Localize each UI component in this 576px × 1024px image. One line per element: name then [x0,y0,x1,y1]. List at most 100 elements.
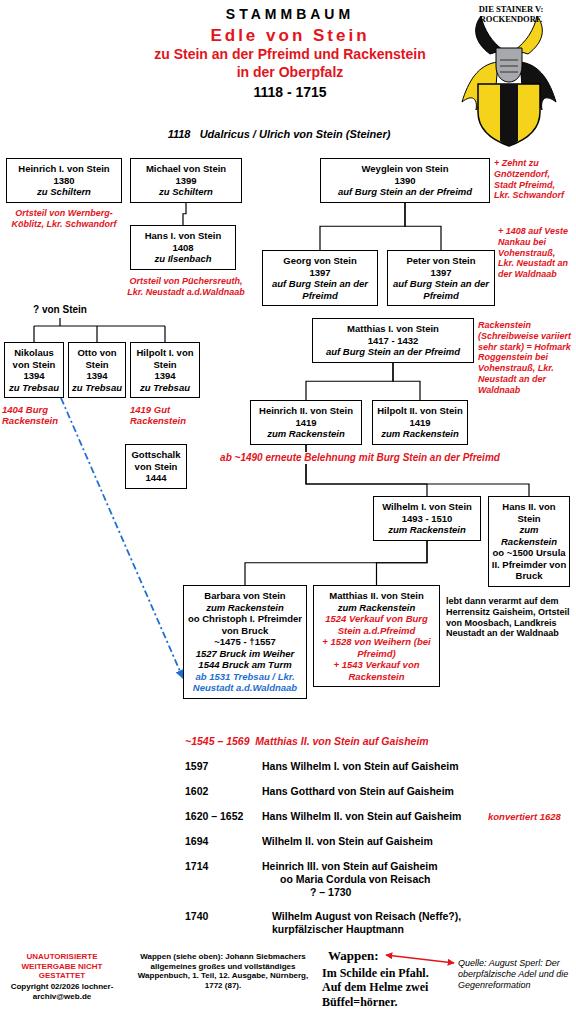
person-detail: zu Trebsau [7,382,61,394]
name-cell: ? – 1730 [310,886,510,899]
name-cell: Heinrich III. von Stein auf Gaisheim [262,860,562,873]
person-box: Gottschalk von Stein1444 [125,444,187,489]
person-detail: 1444 [128,472,184,484]
person-detail: zum Rackenstein [186,602,304,614]
place-note: Ortsteil von Wernberg-Köblitz, Lkr. Schw… [4,208,124,230]
person-name: Heinrich II. von Stein [253,405,359,417]
person-detail: zu Schiltern [9,186,119,198]
name-cell: Hans Gotthard von Stein auf Gaisheim [262,785,562,798]
person-name: Nikolaus von Stein [7,347,61,370]
person-detail: 1394 [133,370,197,382]
name-cell: Hans Wilhelm I. von Stein auf Gaisheim [262,760,562,773]
year-cell: 1740 [185,910,255,923]
person-name: Barbara von Stein [186,590,304,602]
source-note: Wappen (siehe oben): Johann Siebmachers … [128,952,318,990]
helmet-bars [500,60,518,72]
name-cell: Wilhelm August von Reisach (Neffe?), kur… [272,910,494,935]
person-box: Hilpolt I. von Stein1394zu Trebsau [130,342,200,398]
event-note: konvertiert 1628 [488,811,572,822]
person-detail: zu Schiltern [133,186,239,198]
person-box: Weyglein von Stein1390auf Burg Stein an … [320,158,490,203]
subtitle: Edle von Stein [120,26,460,46]
place-note: 1419 Gut Rackenstein [130,404,202,427]
descent-line [183,203,186,226]
subtitle: in der Oberpfalz [140,64,440,81]
event-note: ab ~1490 erneute Belehnung mit Burg Stei… [192,452,528,464]
person-box: Hans I. von Stein1408zu Ilsenbach [130,225,236,270]
person-name: Hans I. von Stein [133,230,233,242]
person-detail: 1397 [390,267,492,279]
coat-of-arms-shield [478,84,540,146]
place-note: 1404 Burg Rackenstein [2,404,62,427]
person-box: Michael von Stein1399zu Schiltern [130,158,242,203]
place-note: Ortsteil von Püchersreuth, Lkr. Neustadt… [126,276,246,298]
person-detail: oo Christoph I. Pfreimder von Bruck [186,613,304,636]
unknown-ancestor: ? von Stein [20,304,100,316]
person-detail: 1394 [71,370,123,382]
person-box: Matthias I. von Stein1417 - 1432auf Burg… [312,318,474,363]
name-cell: oo Maria Cordula von Reisach [280,873,560,886]
shield-pale [500,84,518,146]
person-name: Gottschalk von Stein [128,449,184,472]
copyright-notice: Copyright 02/2026 lochner-archiv@web.de [2,982,122,1001]
copyright-notice: UNAUTORISIERTE WEITERGABE NICHT GESTATTE… [2,952,122,981]
descent-line [320,203,405,251]
descent-line [377,541,428,586]
person-name: Weyglein von Stein [323,163,487,175]
person-detail: auf Burg Stein an der Pfreimd [315,346,471,358]
person-detail: zum Rackenstein [491,524,567,547]
year-cell: 1602 [185,785,255,798]
person-detail: 1419 [375,417,465,429]
person-detail: zum Rackenstein [253,428,359,440]
person-name: Peter von Stein [390,255,492,267]
person-detail: 1394 [7,370,61,382]
person-name: Matthias II. von Stein [316,590,437,602]
person-detail: 1544 Bruck am Turm [186,659,304,671]
year-cell: 1597 [185,760,255,773]
subtitle: zu Stein an der Pfreimd und Rackenstein [125,46,455,63]
person-box: Hans II. von Steinzum Rackensteinoo ~150… [488,496,570,587]
person-box: Heinrich I. von Stein1380zu Schiltern [6,158,122,203]
person-name: Hilpolt I. von Stein [133,347,197,370]
person-detail: auf Burg Stein an der Pfreimd [390,278,492,301]
person-detail: 1417 - 1432 [315,335,471,347]
date-range: 1118 - 1715 [140,84,440,101]
person-box: Heinrich II. von Stein1419zum Rackenstei… [250,400,362,445]
person-detail: zu Trebsau [71,382,123,394]
person-detail: 1419 [253,417,359,429]
person-detail: 1380 [9,175,119,187]
descent-line [306,363,393,401]
person-detail: 1390 [323,175,487,187]
blazon-heading: Wappen: [328,948,408,964]
person-box: Hilpolt II. von Stein1419zum Rackenstein [372,400,468,445]
name-cell: Wilhelm II. von Stein auf Gaisheim [262,835,562,848]
descent-line [245,541,427,586]
year-cell: 1714 [185,860,255,873]
person-box: Matthias II. von Steinzum Rackenstein152… [313,585,440,687]
descent-line [405,203,441,251]
place-note: + 1408 auf Veste Nankau bei Vohenstrauß,… [498,226,572,280]
lineage-arrow [61,398,183,678]
helmet [496,48,522,82]
ancestor-note: 1118 Udalricus / Ulrich von Stein (Stein… [96,128,462,141]
person-name: Hilpolt II. von Stein [375,405,465,417]
arms-caption: DIE STAINER V: ROCKENDORF. [450,4,572,24]
person-detail: zu Trebsau [133,382,197,394]
person-box: Otto von Stein1394zu Trebsau [68,342,126,398]
person-detail: zum Rackenstein [375,428,465,440]
person-detail: auf Burg Stein an der Pfreimd [265,278,375,301]
person-box: Georg von Stein1397auf Burg Stein an der… [262,250,378,306]
person-detail: 1527 Bruck im Weiher [186,648,304,660]
person-detail: zu Ilsenbach [133,253,233,265]
person-box: Peter von Stein1397auf Burg Stein an der… [387,250,495,306]
person-box: Nikolaus von Stein1394zu Trebsau [4,342,64,398]
person-name: Hans II. von Stein [491,501,567,524]
person-detail: 1408 [133,242,233,254]
name-cell: Hans Wilhelm II. von Stein auf Gaisheim [262,810,484,823]
person-detail: 1493 - 1510 [376,513,478,525]
person-name: Michael von Stein [133,163,239,175]
person-detail: ~1475 - †1557 [186,636,304,648]
descent-line [393,363,420,401]
person-name: Wilhelm I. von Stein [376,501,478,513]
source-arrow [386,955,454,963]
